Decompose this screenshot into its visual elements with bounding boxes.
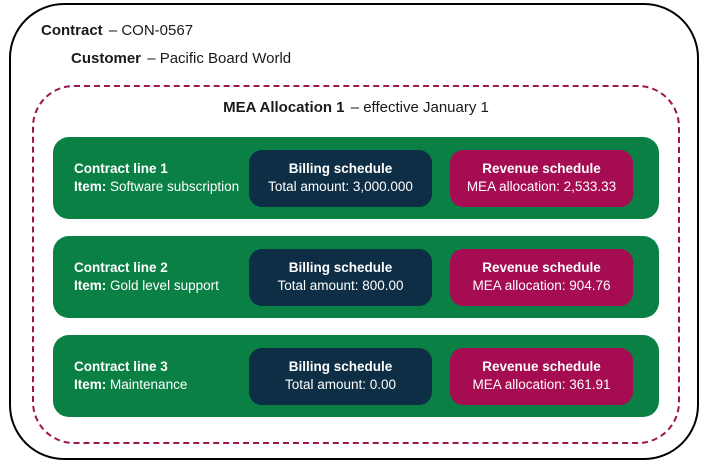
revenue-schedule-box: Revenue schedule MEA allocation: 361.91 (450, 347, 633, 405)
contract-line-item: Item: Maintenance (74, 376, 249, 394)
revenue-schedule-amount: MEA allocation: 361.91 (472, 377, 611, 392)
contract-value: – CON-0567 (108, 22, 194, 39)
revenue-schedule-title: Revenue schedule (482, 160, 601, 176)
customer-value: – Pacific Board World (147, 50, 292, 67)
contract-line-title: Contract line 2 (74, 260, 168, 275)
item-value: Gold level support (110, 278, 219, 293)
billing-schedule-amount: Total amount: 0.00 (284, 377, 397, 392)
contract-label: Contract (41, 22, 103, 39)
billing-schedule-amount: Total amount: 800.00 (277, 278, 404, 293)
contract-line-row-1: Contract line 1 Item: Software subscript… (53, 137, 659, 219)
billing-schedule-title: Billing schedule (288, 358, 393, 374)
revenue-schedule-box: Revenue schedule MEA allocation: 904.76 (450, 248, 633, 306)
mea-allocation-title: MEA Allocation 1 – effective January 1 (34, 99, 678, 117)
contract-line-row-3: Contract line 3 Item: Maintenance Billin… (53, 335, 659, 417)
item-value: Maintenance (110, 377, 188, 392)
contract-line-rows: Contract line 1 Item: Software subscript… (34, 117, 678, 417)
item-label: Item: (74, 377, 107, 392)
revenue-schedule-amount: MEA allocation: 904.76 (472, 278, 611, 293)
contract-line-info: Contract line 3 Item: Maintenance (74, 358, 249, 394)
revenue-schedule-title: Revenue schedule (482, 358, 601, 374)
mea-allocation-group: MEA Allocation 1 – effective January 1 C… (32, 85, 680, 444)
billing-schedule-box: Billing schedule Total amount: 3,000.000 (249, 149, 432, 207)
contract-line-row-2: Contract line 2 Item: Gold level support… (53, 236, 659, 318)
billing-schedule-amount: Total amount: 3,000.000 (268, 179, 413, 194)
contract-line-title: Contract line 3 (74, 359, 168, 374)
revenue-schedule-box: Revenue schedule MEA allocation: 2,533.3… (450, 149, 633, 207)
billing-schedule-title: Billing schedule (288, 259, 393, 275)
billing-schedule-box: Billing schedule Total amount: 0.00 (249, 347, 432, 405)
billing-schedule-box: Billing schedule Total amount: 800.00 (249, 248, 432, 306)
item-value: Software subscription (110, 179, 240, 194)
customer-title: Customer – Pacific Board World (71, 49, 697, 68)
contract-line-info: Contract line 1 Item: Software subscript… (74, 160, 249, 196)
mea-allocation-label: MEA Allocation 1 (223, 99, 345, 116)
customer-label: Customer (71, 50, 142, 67)
contract-container: Contract – CON-0567 Customer – Pacific B… (9, 3, 699, 460)
item-label: Item: (74, 278, 107, 293)
contract-line-item: Item: Gold level support (74, 277, 249, 295)
item-label: Item: (74, 179, 107, 194)
contract-line-info: Contract line 2 Item: Gold level support (74, 259, 249, 295)
contract-line-item: Item: Software subscription (74, 178, 249, 196)
revenue-schedule-amount: MEA allocation: 2,533.33 (466, 179, 617, 194)
contract-title: Contract – CON-0567 (41, 21, 697, 40)
billing-schedule-title: Billing schedule (288, 160, 393, 176)
contract-line-title: Contract line 1 (74, 161, 168, 176)
revenue-schedule-title: Revenue schedule (482, 259, 601, 275)
mea-allocation-value: – effective January 1 (350, 99, 489, 116)
